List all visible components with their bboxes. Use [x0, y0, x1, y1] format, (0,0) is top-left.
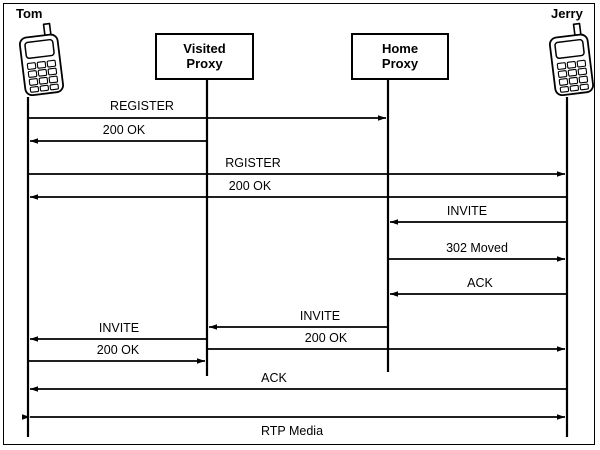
message-label-ack-1: ACK — [464, 276, 496, 290]
message-label-invite-3: INVITE — [95, 321, 143, 335]
message-label-200ok-3: 200 OK — [93, 343, 143, 357]
mobile-phone-icon-jerry — [548, 22, 594, 97]
message-label-200ok-1: 200 OK — [99, 123, 149, 137]
actor-label-tom: Tom — [16, 6, 43, 21]
mobile-phone-icon-tom — [18, 22, 64, 97]
home-proxy-label-line2: Proxy — [381, 55, 419, 71]
message-label-rtp-media: RTP Media — [257, 424, 327, 438]
home-proxy-label-line1: Home — [381, 40, 419, 56]
message-label-invite-2: INVITE — [296, 309, 344, 323]
visited-proxy-label-line2: Proxy — [186, 55, 223, 71]
message-label-invite-1: INVITE — [443, 204, 491, 218]
message-label-200ok-4: 200 OK — [301, 331, 351, 345]
home-proxy-box[interactable]: Home Proxy — [351, 33, 449, 80]
message-arrows — [22, 115, 567, 420]
message-label-ack-2: ACK — [258, 371, 290, 385]
message-label-302-moved: 302 Moved — [443, 241, 511, 255]
lifelines — [26, 80, 569, 437]
diagram-border — [3, 3, 595, 445]
visited-proxy-label-line1: Visited — [183, 40, 226, 56]
actor-label-jerry: Jerry — [551, 6, 583, 21]
visited-proxy-box[interactable]: Visited Proxy — [155, 33, 254, 80]
message-label-200ok-2: 200 OK — [225, 179, 275, 193]
message-label-register: REGISTER — [107, 99, 177, 113]
message-label-rgister: RGISTER — [222, 156, 284, 170]
